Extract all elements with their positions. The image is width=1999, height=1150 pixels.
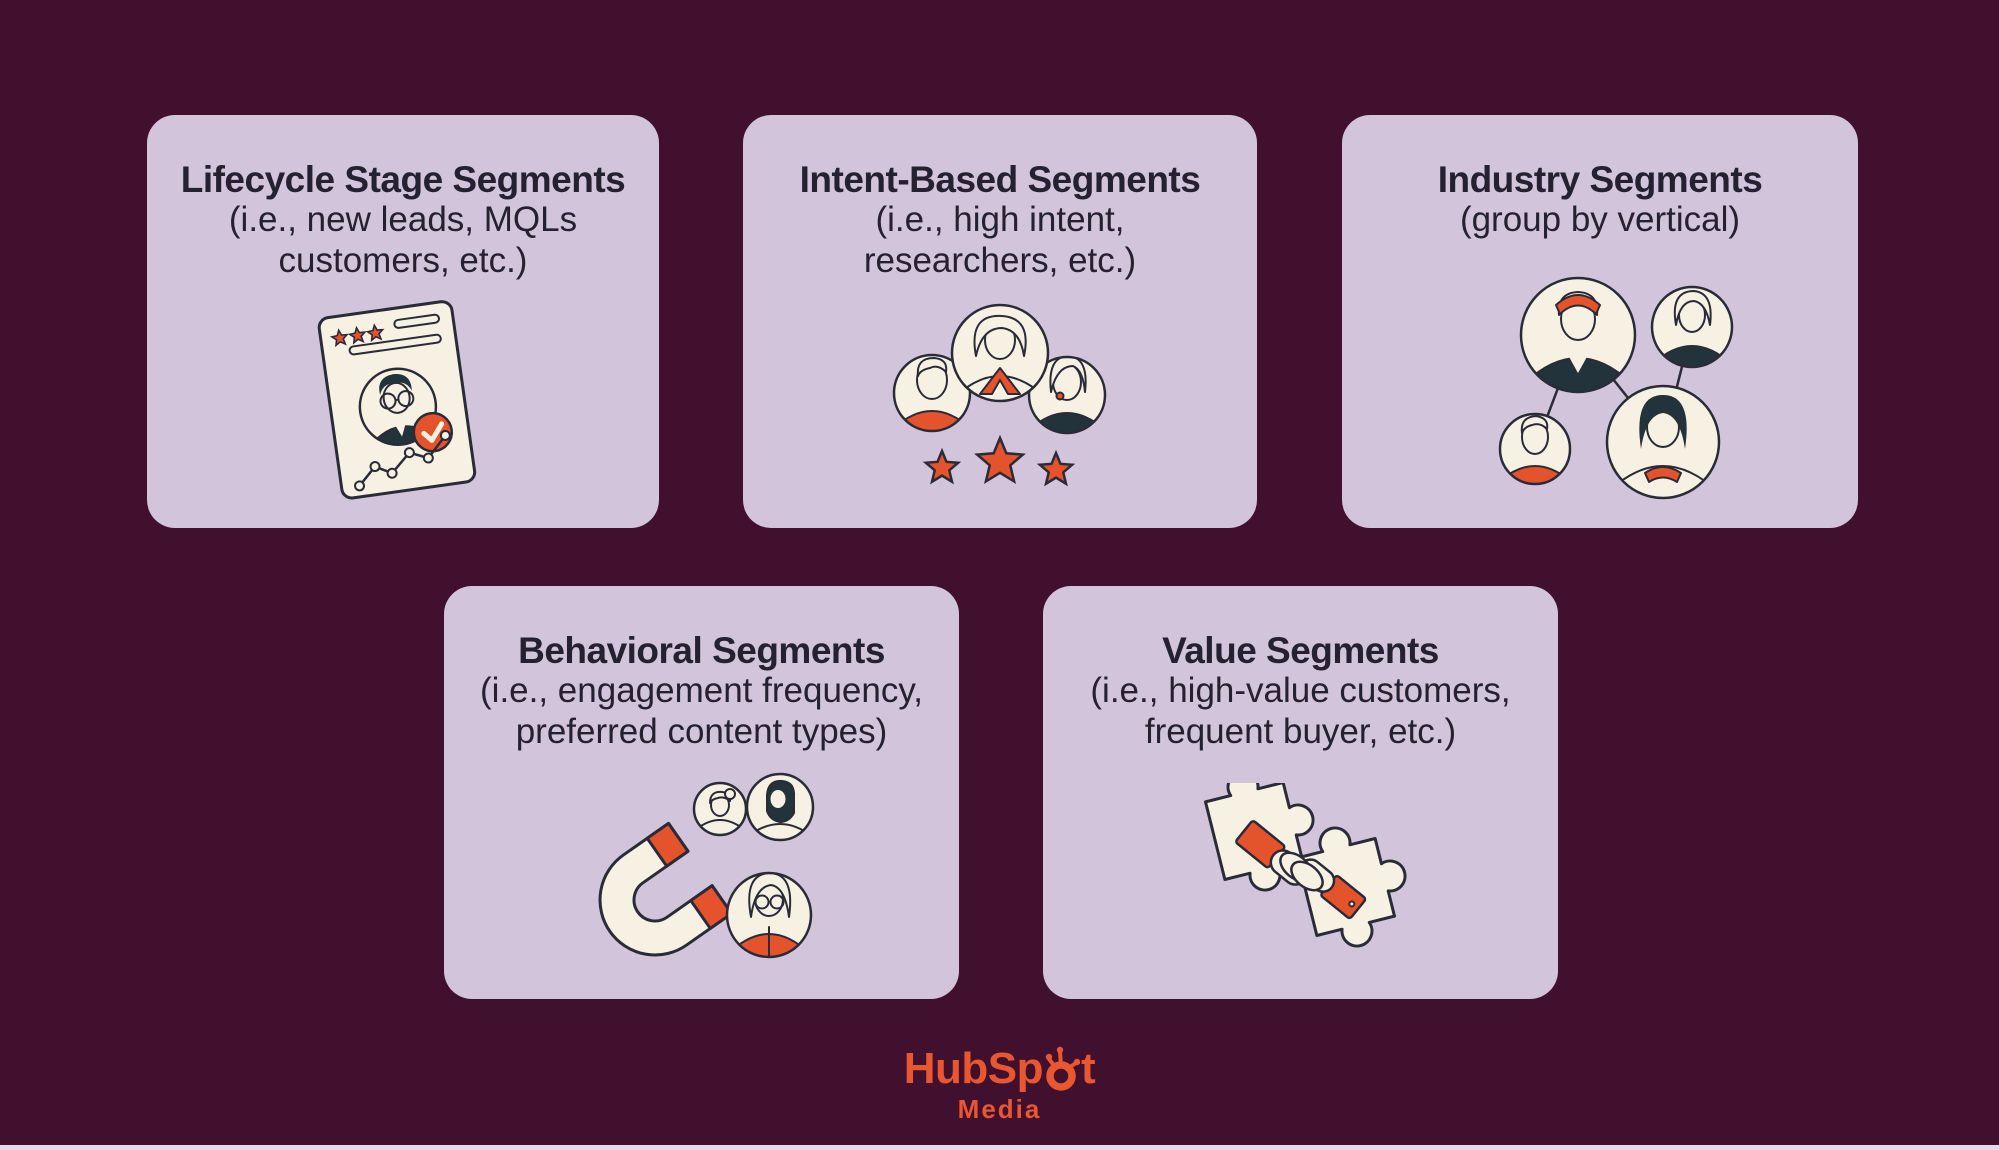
text-placeholder-line	[348, 334, 442, 356]
avatar-woman-wavy-hair	[1652, 287, 1732, 368]
star-icon	[926, 451, 958, 482]
intent-avatars-stars-illustration	[892, 304, 1107, 496]
card-title: Value Segments	[1162, 630, 1439, 671]
card-intent-based-segments: Intent-Based Segments (i.e., high intent…	[743, 115, 1257, 528]
checkmark-icon	[421, 421, 445, 444]
card-subtitle-line1: (group by vertical)	[1459, 200, 1741, 240]
card-subtitle-line1: (i.e., high-value customers,	[1090, 671, 1511, 711]
card-title: Intent-Based Segments	[799, 159, 1201, 200]
industry-network-illustration	[1498, 277, 1734, 500]
card-value-segments: Value Segments (i.e., high-value custome…	[1043, 586, 1558, 999]
card-subtitle-line2: frequent buyer, etc.)	[1144, 712, 1457, 752]
card-subtitle-line1: (i.e., high intent,	[875, 200, 1125, 240]
card-subtitle-line1: (i.e., engagement frequency,	[480, 671, 923, 711]
card-subtitle-line2: customers, etc.)	[278, 241, 528, 281]
card-industry-segments: Industry Segments (group by vertical)	[1342, 115, 1858, 528]
card-subtitle-line1: (i.e., new leads, MQLs	[228, 200, 578, 240]
bottom-edge-strip	[0, 1145, 1999, 1150]
logo-media-label: Media	[957, 1094, 1042, 1124]
card-title: Industry Segments	[1437, 159, 1763, 200]
star-icon	[1040, 453, 1072, 484]
card-title: Behavioral Segments	[518, 630, 885, 671]
magnet-attraction-illustration	[598, 773, 814, 959]
avatar-woman-glasses-orange-jacket	[726, 873, 811, 958]
avatar-woman-bun	[693, 783, 746, 836]
magnet-icon	[598, 822, 733, 957]
avatar-man-beard	[746, 774, 813, 841]
hubspot-media-logo: HubSp t Media	[0, 1044, 1999, 1125]
hubspot-sprocket-icon	[1045, 1046, 1081, 1091]
card-title: Lifecycle Stage Segments	[180, 159, 626, 200]
card-lifecycle-stage-segments: Lifecycle Stage Segments (i.e., new lead…	[147, 115, 659, 528]
logo-text-suffix: t	[1081, 1044, 1096, 1093]
profile-card-illustration	[317, 300, 477, 500]
card-behavioral-segments: Behavioral Segments (i.e., engagement fr…	[444, 586, 959, 999]
puzzle-handshake-illustration	[1203, 783, 1407, 948]
text-placeholder-line	[393, 314, 441, 330]
handshake-icon	[1278, 851, 1324, 892]
logo-text-prefix: HubSp	[903, 1044, 1044, 1093]
star-icon	[977, 438, 1023, 481]
card-subtitle-line2: researchers, etc.)	[863, 241, 1137, 281]
card-subtitle-line2: preferred content types)	[515, 712, 888, 752]
avatar-person-orange-cap	[1521, 278, 1635, 393]
logo-wordmark: HubSp t	[903, 1044, 1096, 1094]
